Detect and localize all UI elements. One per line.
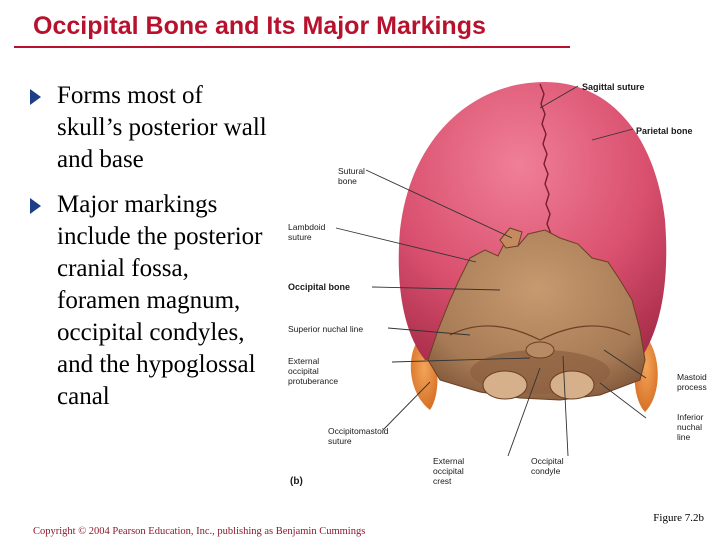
label-leader-lines: [335, 85, 647, 457]
superior-nuchal-line: [449, 325, 631, 341]
label-external-occipital-crest: External occipital crest: [433, 456, 465, 486]
bullet-item: Forms most of skull’s posterior wall and…: [30, 80, 270, 176]
bullet-item: Major markings include the posterior cra…: [30, 189, 270, 413]
figure-reference: Figure 7.2b: [653, 512, 704, 524]
right-occipital-condyle: [549, 370, 595, 400]
label-occipital-condyle: Occipital condyle: [531, 456, 564, 476]
label-sagittal-suture: Sagittal suture: [582, 82, 645, 92]
title-underline: [14, 46, 570, 48]
external-occipital-protuberance: [525, 341, 555, 359]
bullet-text: Major markings include the posterior cra…: [57, 191, 263, 410]
left-occipital-condyle: [482, 370, 528, 400]
label-sutural-bone: Sutural bone: [338, 166, 365, 186]
bullet-arrow-icon: [30, 198, 41, 214]
label-occipitomastoid-suture: Occipitomastoid suture: [328, 426, 389, 446]
label-external-occipital-protuberance: External occipital protuberance: [288, 356, 339, 386]
sagittal-suture-line: [539, 83, 552, 235]
label-mastoid-process: Mastoid process: [677, 372, 707, 392]
label-inferior-nuchal-line: Inferior nuchal line: [677, 412, 704, 442]
panel-label: (b): [290, 476, 303, 487]
label-superior-nuchal-line: Superior nuchal line: [288, 324, 364, 334]
label-occipital-bone: Occipital bone: [288, 282, 351, 292]
slide-title: Occipital Bone and Its Major Markings: [33, 12, 486, 40]
bullet-text: Forms most of skull’s posterior wall and…: [57, 82, 267, 173]
bullet-list: Forms most of skull’s posterior wall and…: [30, 80, 270, 426]
bullet-arrow-icon: [30, 89, 41, 105]
label-lambdoid-suture: Lambdoid suture: [288, 222, 326, 242]
copyright-notice: Copyright © 2004 Pearson Education, Inc.…: [33, 526, 366, 537]
label-parietal-bone: Parietal bone: [636, 126, 693, 136]
